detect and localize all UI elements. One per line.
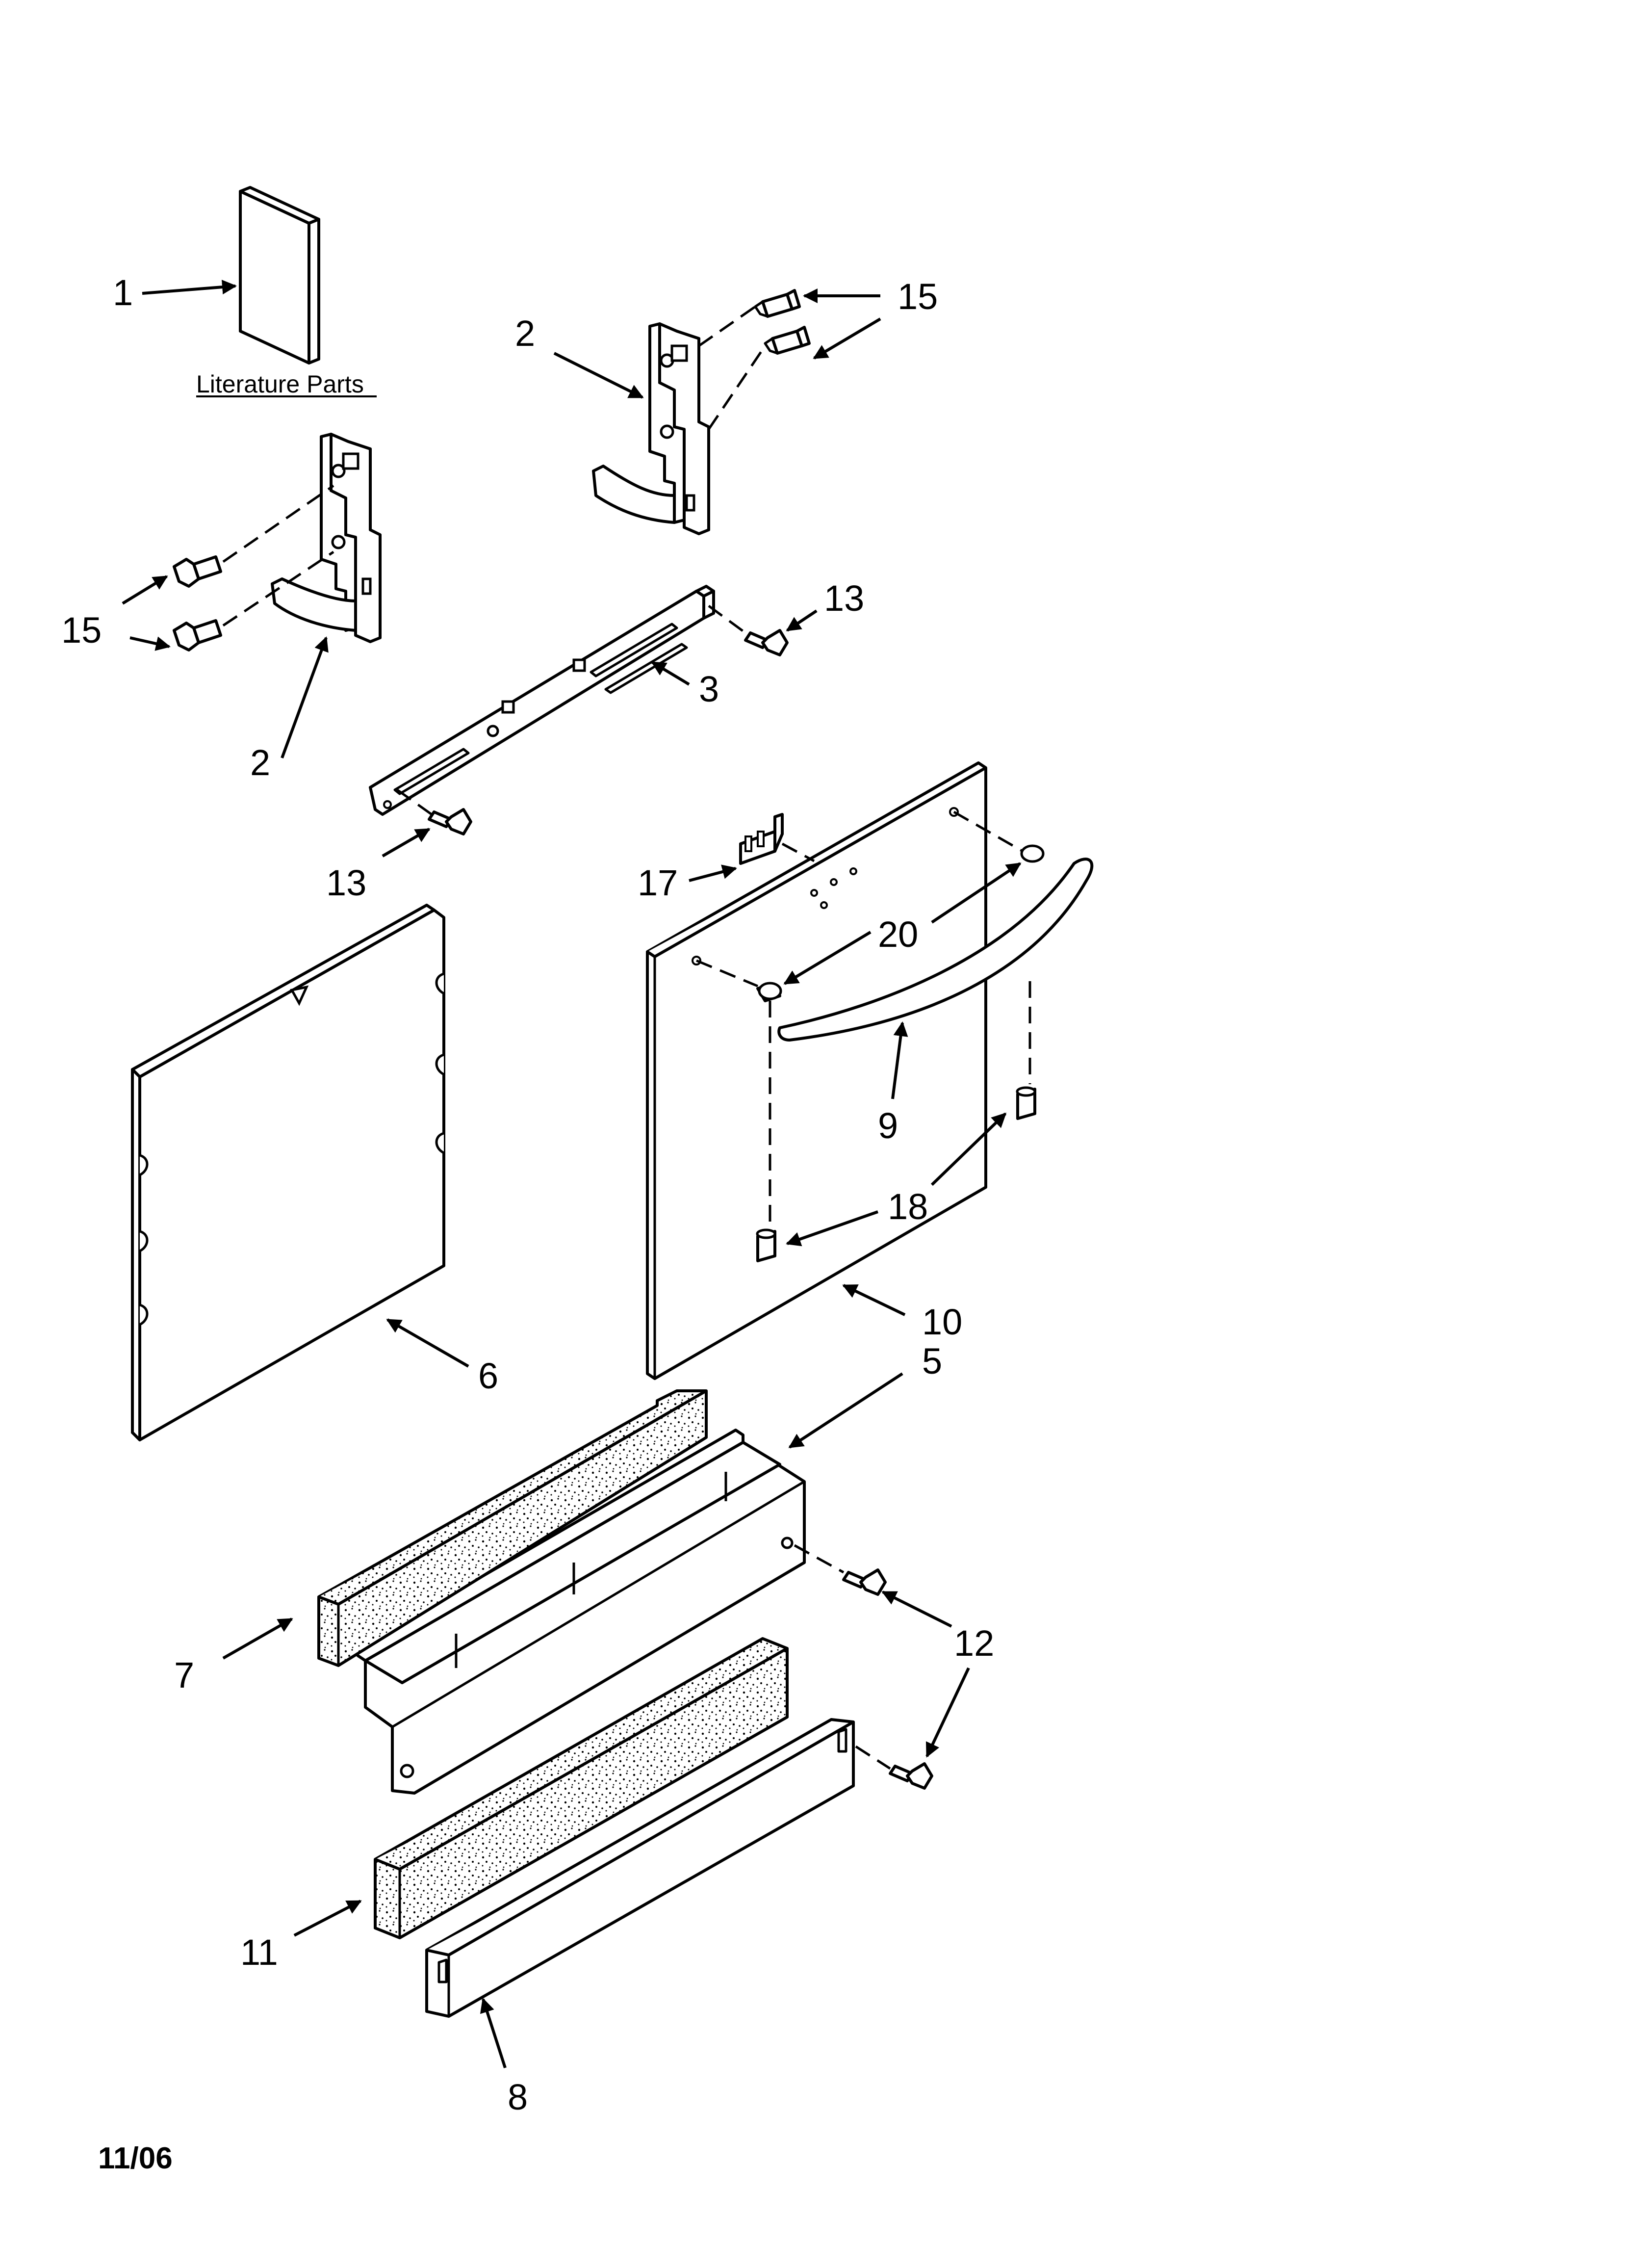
handle-fasteners-20 bbox=[756, 844, 1045, 1002]
toekick-bracket bbox=[352, 1429, 806, 1795]
literature-label: Literature Parts bbox=[196, 370, 364, 398]
callout-2-left: 2 bbox=[250, 742, 270, 783]
callout-12: 12 bbox=[954, 1623, 994, 1664]
foam-block-lower bbox=[374, 1637, 789, 1939]
screws-15-top bbox=[754, 289, 811, 355]
callout-13-top: 13 bbox=[824, 578, 864, 619]
callout-11: 11 bbox=[240, 1932, 278, 1973]
screw-12-lower bbox=[889, 1762, 933, 1790]
screw-12-upper bbox=[842, 1568, 887, 1596]
callout-2-top: 2 bbox=[515, 313, 535, 354]
callout-15-left: 15 bbox=[61, 610, 102, 651]
callout-3: 3 bbox=[699, 669, 719, 709]
door-handle bbox=[777, 858, 1094, 1042]
side-panel bbox=[131, 904, 445, 1441]
kick-plate bbox=[425, 1718, 855, 2018]
callout-9: 9 bbox=[878, 1105, 898, 1146]
callout-10: 10 bbox=[922, 1302, 962, 1342]
callout-1: 1 bbox=[113, 272, 133, 313]
callout-6: 6 bbox=[478, 1356, 498, 1396]
callout-13-left: 13 bbox=[326, 862, 366, 903]
callout-15-top: 15 bbox=[898, 276, 938, 317]
callout-5: 5 bbox=[922, 1341, 942, 1382]
leader-1 bbox=[142, 280, 237, 295]
callout-8: 8 bbox=[508, 2077, 528, 2117]
foam-strip-upper bbox=[317, 1389, 708, 1667]
hinge-bracket-right bbox=[592, 322, 710, 535]
callout-17: 17 bbox=[638, 862, 678, 903]
set-screws-18 bbox=[756, 1086, 1036, 1262]
hinge-bracket-left bbox=[271, 433, 382, 643]
screw-13-right bbox=[744, 629, 789, 656]
callout-20: 20 bbox=[878, 914, 918, 955]
literature-parts bbox=[239, 186, 320, 365]
callout-18: 18 bbox=[888, 1186, 928, 1227]
screw-13-left bbox=[428, 808, 472, 835]
mounting-rail bbox=[369, 585, 715, 816]
door-panel bbox=[646, 761, 987, 1380]
screws-15-left bbox=[173, 555, 222, 652]
date-code: 11/06 bbox=[98, 2141, 173, 2175]
callout-7: 7 bbox=[174, 1655, 194, 1695]
clip-17 bbox=[739, 813, 784, 865]
